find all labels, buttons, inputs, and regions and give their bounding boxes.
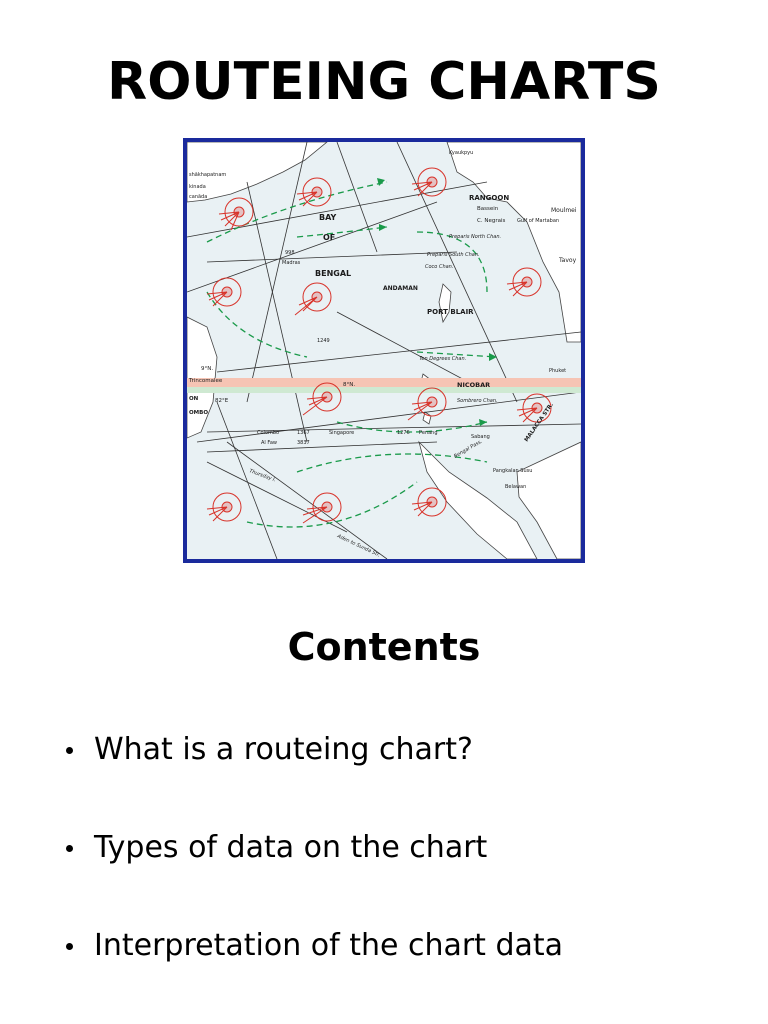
map-label-vishakhapatnam: shākhapatnam: [189, 172, 226, 178]
contents-heading: Contents: [287, 625, 481, 669]
map-label-bengal: BENGAL: [315, 269, 351, 278]
map-label-phuket: Phuket: [549, 368, 566, 374]
map-label-kinada: kinada: [189, 184, 206, 190]
map-label-ten-degrees: Ten Degrees Chan.: [419, 356, 466, 362]
map-label-sabang: Sabang: [471, 434, 490, 440]
map-label-82e: 82°E: [215, 398, 229, 404]
map-label-tavoy: Tavoy: [558, 257, 577, 264]
map-label-nicobar: NICOBAR: [457, 381, 490, 389]
map-label-sombrero: Sombrero Chan.: [457, 398, 498, 404]
routeing-chart-map: BAY OF BENGAL RANGOON Bassein Moulmei Gu…: [187, 142, 581, 559]
bullet-icon: [66, 747, 73, 754]
map-label-canada: canāda: [189, 194, 207, 200]
bullet-icon: [66, 943, 73, 950]
contents-list: What is a routeing chart? Types of data …: [62, 728, 563, 1022]
map-label-colombo: Colombo: [257, 430, 279, 436]
map-label-bassein: Bassein: [477, 206, 499, 212]
contents-item: Interpretation of the chart data: [62, 924, 563, 1022]
map-label-madras: Madras: [282, 260, 301, 266]
map-label-998: 998: [285, 250, 295, 256]
map-label-rangoon: RANGOON: [469, 194, 509, 202]
map-label-on: ON: [189, 396, 199, 402]
slide-title: ROUTEING CHARTS: [107, 52, 661, 112]
map-label-pangkalan: Pangkalan Susu: [493, 468, 532, 474]
map-label-8n: 8°N.: [343, 382, 355, 388]
contents-item-text: Types of data on the chart: [94, 830, 488, 865]
map-label-1276: 1276: [397, 430, 410, 436]
map-label-3837: 3837: [297, 440, 310, 446]
routeing-chart-image: BAY OF BENGAL RANGOON Bassein Moulmei Gu…: [183, 138, 585, 563]
map-label-1249: 1249: [317, 338, 330, 344]
map-label-kyaukpyu: Kyaukpyu: [449, 150, 473, 156]
map-label-of: OF: [323, 233, 335, 242]
map-label-9n: 9°N.: [201, 366, 213, 372]
map-label-moulmein: Moulmei: [551, 207, 577, 214]
map-label-al-faw: Al Faw: [261, 440, 277, 446]
bullet-icon: [66, 845, 73, 852]
map-label-port-blair: PORT BLAIR: [427, 308, 474, 316]
contents-item: What is a routeing chart?: [62, 728, 563, 826]
map-label-coco: Coco Chan.: [425, 264, 453, 270]
map-label-bay: BAY: [319, 213, 337, 222]
map-label-1367: 1367: [297, 430, 310, 436]
map-label-andaman: ANDAMAN: [383, 285, 418, 292]
map-label-ombo: OMBO: [189, 410, 208, 416]
map-label-preparis-north: Preparis North Chan.: [449, 234, 501, 240]
map-label-belawan: Belawan: [505, 484, 526, 490]
map-label-preparis-south: Preparis South Chan.: [427, 252, 480, 258]
map-label-c-negrais: C. Negrais: [477, 218, 505, 224]
map-label-gulf-martaban: Gulf of Martaban: [517, 218, 559, 224]
map-label-trincomalee: Trincomalee: [188, 378, 223, 384]
contents-item-text: What is a routeing chart?: [94, 732, 473, 767]
map-label-singapore: Singapore: [329, 430, 354, 436]
contents-item: Types of data on the chart: [62, 826, 563, 924]
contents-item-text: Interpretation of the chart data: [94, 928, 564, 963]
map-label-penang: Penang: [419, 430, 438, 436]
